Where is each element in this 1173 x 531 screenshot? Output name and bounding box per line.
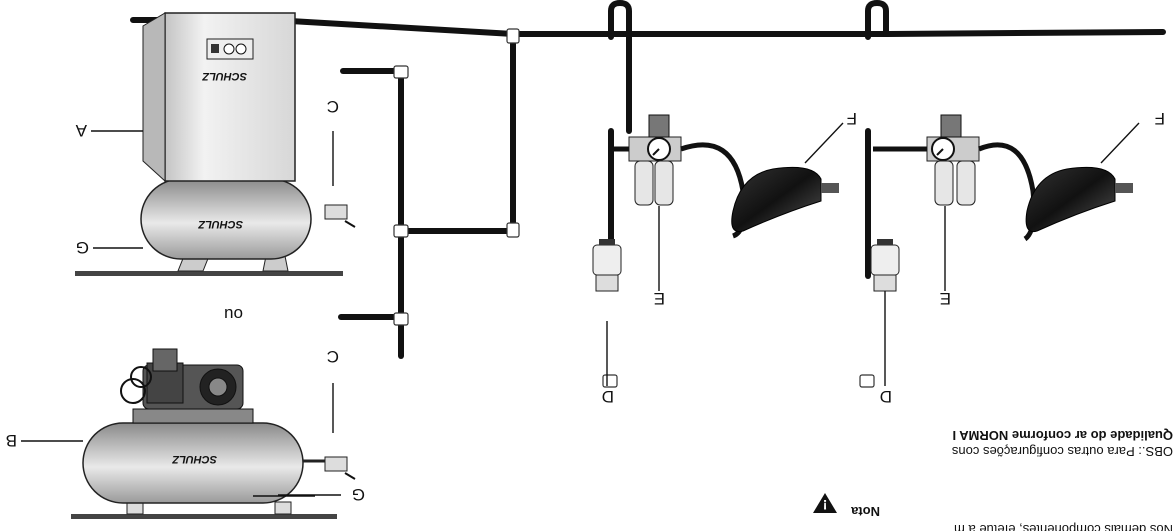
elbow-main <box>506 28 520 44</box>
control-panel <box>206 38 254 60</box>
elbow-top-tank <box>393 65 409 79</box>
brand-label: SCHULZ <box>197 218 243 230</box>
ceiling-bottom <box>75 271 343 276</box>
label-C-top: C <box>327 347 339 366</box>
compressor-cabinet <box>164 12 296 182</box>
tool-nozzle <box>821 183 839 193</box>
warning-triangle-icon: ! <box>813 493 837 513</box>
filter-regulator <box>613 114 682 206</box>
air-quality-title: Qualidade do ar conforme NORMA I <box>952 428 1173 443</box>
compressor-bottom: SCHULZ SCHULZ A C G <box>75 12 356 272</box>
label-B: B <box>6 431 17 450</box>
air-hose <box>978 142 1037 242</box>
drain-valve <box>303 456 356 480</box>
tee-left-drop <box>859 374 875 388</box>
filter-regulator <box>873 114 980 206</box>
tee-junction <box>393 224 409 238</box>
tool-nozzle <box>1115 183 1133 193</box>
label-E-right: E <box>654 289 665 308</box>
nota-title: Nota <box>850 504 880 519</box>
tank-strap <box>274 501 292 515</box>
label-G-bottom: G <box>76 238 89 257</box>
label-G-top: G <box>352 485 365 504</box>
tee-right-drop <box>602 374 618 388</box>
elbow-riser <box>506 222 520 238</box>
brand-label: SCHULZ <box>201 70 247 82</box>
pump-assembly <box>120 348 254 424</box>
obs-text: OBS.: Para outras configurações cons <box>951 444 1173 459</box>
drain-valve <box>324 204 356 228</box>
pipe-fittings <box>393 28 875 388</box>
drain-trap <box>870 239 900 292</box>
label-F-right: F <box>847 109 857 128</box>
label-A: A <box>75 121 87 140</box>
ceiling-top <box>71 514 337 519</box>
label-F-left: F <box>1155 109 1165 128</box>
elbow-bottom-tank <box>393 312 409 326</box>
label-D-right: D <box>602 387 614 406</box>
brand-label: SCHULZ <box>171 453 217 465</box>
label-E-left: E <box>940 289 951 308</box>
cabinet-side <box>142 12 166 183</box>
drain-trap <box>592 239 622 292</box>
air-tool <box>731 166 822 233</box>
nota-text: Nos demais componentes, efetue a m <box>954 522 1173 531</box>
label-C-bottom: C <box>327 97 339 116</box>
tank-strap <box>126 501 144 515</box>
separator-ou: ou <box>224 305 243 324</box>
warning-symbol: ! <box>823 497 828 513</box>
label-D-left: D <box>880 387 892 406</box>
notes-block: Qualidade do ar conforme NORMA I OBS.: P… <box>813 428 1173 531</box>
air-tool <box>1025 166 1116 233</box>
drop-station-left: D E F <box>870 109 1165 406</box>
drop-station-right: D E F <box>592 109 857 406</box>
compressor-top: SCHULZ B G C <box>6 347 365 515</box>
